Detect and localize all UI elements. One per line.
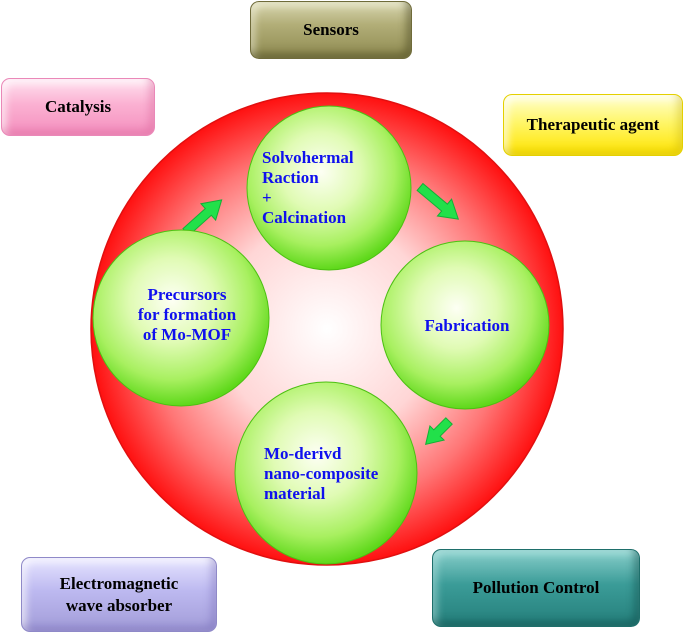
stage-line: Raction <box>262 168 319 187</box>
stage-label-solvothermal: Solvohermal Raction + Calcination <box>262 148 402 228</box>
sphere-precursors <box>92 229 270 407</box>
stage-line: nano-composite <box>264 464 379 483</box>
application-label: Sensors <box>303 20 359 39</box>
stage-line: of Mo-MOF <box>142 325 232 344</box>
application-label: Pollution Control <box>472 578 600 597</box>
stage-label-mo-derived: Mo-derivd nano-composite material <box>264 444 414 504</box>
stage-label-precursors: Precursors for formation of Mo-MOF <box>112 285 262 345</box>
flow-arrow <box>182 182 460 446</box>
application-label: Catalysis <box>44 97 112 116</box>
stage-line: for formation <box>137 305 237 324</box>
stage-line: Precursors <box>147 285 227 304</box>
application-box-electromagnetic: Electromagnetic wave absorber <box>21 557 217 632</box>
application-box-catalysis: Catalysis <box>1 78 155 136</box>
application-box-sensors: Sensors <box>250 1 412 59</box>
application-box-pollution-control: Pollution Control <box>432 549 640 627</box>
sphere-solvothermal <box>246 105 412 271</box>
application-box-therapeutic-agent: Therapeutic agent <box>503 94 683 156</box>
stage-label-fabrication: Fabrication <box>392 316 542 336</box>
stage-line: material <box>264 484 326 503</box>
sphere-mo-derived <box>234 381 418 565</box>
application-label-group: Electromagnetic wave absorber <box>60 573 179 617</box>
application-label: Electromagnetic <box>59 573 179 593</box>
stage-line: Mo-derivd <box>264 444 342 463</box>
stage-line: Fabrication <box>424 316 510 335</box>
stage-line: + <box>262 188 272 207</box>
sphere-fabrication <box>380 240 550 410</box>
stage-line: Solvohermal <box>262 148 354 167</box>
application-label: Therapeutic agent <box>526 115 660 134</box>
application-label: wave absorber <box>65 595 173 615</box>
stage-line: Calcination <box>262 208 347 227</box>
